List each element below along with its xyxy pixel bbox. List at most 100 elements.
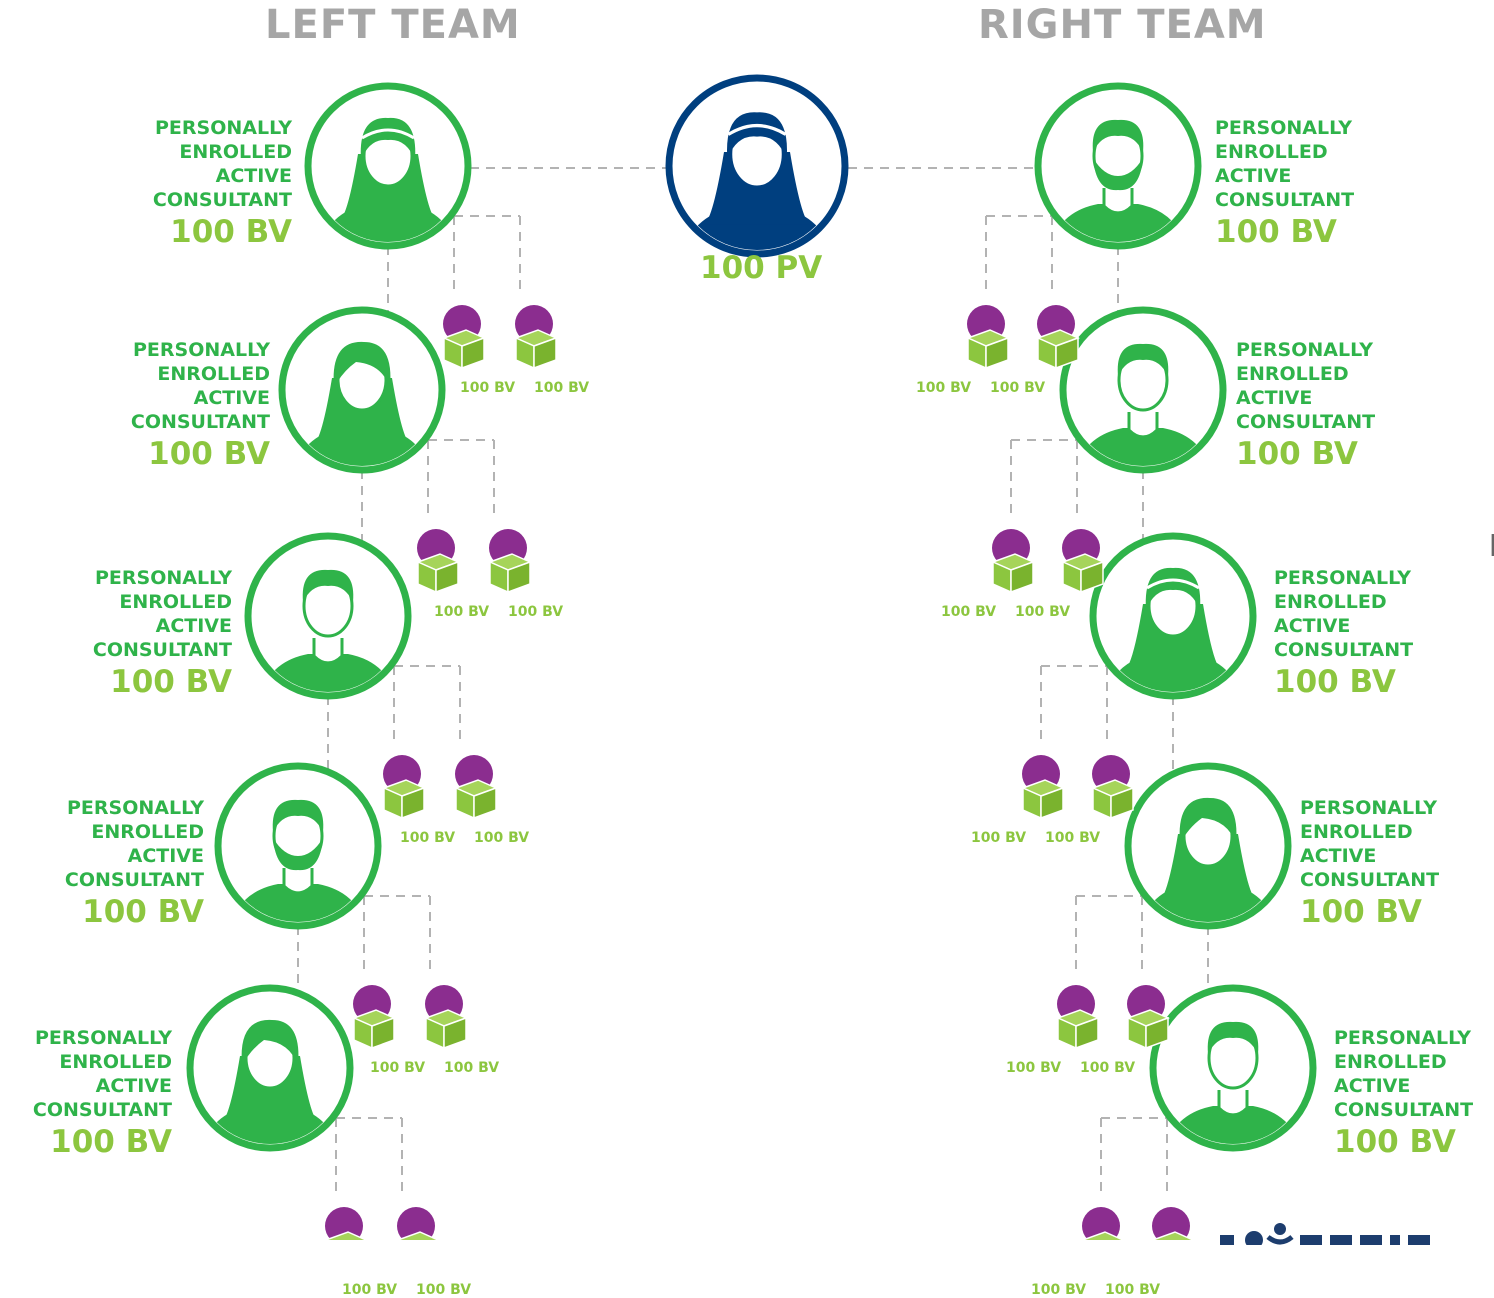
purchase-dot: [397, 1207, 435, 1240]
consultant-label-line: ENROLLED: [119, 591, 232, 613]
purchase-dot: [325, 1207, 363, 1240]
consultant-nodes: [186, 74, 1317, 1152]
order-icon: [487, 529, 533, 594]
consultant-label-line: CONSULTANT: [64, 869, 204, 891]
consultant-label-line: PERSONALLY: [67, 797, 204, 819]
root-pv-label: 100 PV: [700, 250, 823, 286]
consultant-label-line: PERSONALLY: [1274, 567, 1411, 589]
order-bv-label: 100 BV: [534, 380, 590, 396]
consultant-label-line: ACTIVE: [193, 387, 270, 409]
order-bv-label: 100 BV: [1006, 1060, 1062, 1076]
avatar-neck: [312, 638, 344, 665]
cropped-text-fragment: n: [1488, 520, 1494, 566]
diagram-canvas: [186, 74, 1317, 1240]
consultant-bv: 100 BV: [1236, 436, 1358, 472]
consultant-label-line: ACTIVE: [1334, 1075, 1411, 1097]
order-bv-label: 100 BV: [460, 380, 516, 396]
connector-lines: [297, 167, 1209, 1196]
avatar-hair: [727, 112, 787, 159]
consultant-label-line: CONSULTANT: [92, 639, 232, 661]
order-icon: [453, 755, 499, 820]
consultant-label-line: CONSULTANT: [1215, 189, 1355, 211]
box-right: [533, 336, 557, 370]
consultant-label-line: PERSONALLY: [95, 567, 232, 589]
consultant-label-line: ENROLLED: [59, 1051, 172, 1073]
box-right: [1040, 786, 1064, 820]
box-right: [401, 786, 425, 820]
avatar-neck: [1217, 1090, 1249, 1117]
box-top: [1150, 1231, 1195, 1240]
box-right: [1145, 1016, 1169, 1050]
order-bv-label: 100 BV: [416, 1282, 472, 1298]
consultant-label-line: ENROLLED: [1274, 591, 1387, 613]
consultant-bv: 100 BV: [110, 664, 232, 700]
avatar-beard: [273, 838, 323, 871]
order-bv-label: 100 BV: [370, 1060, 426, 1076]
consultant-label-line: ACTIVE: [155, 615, 232, 637]
consultant-label-line: ENROLLED: [179, 141, 292, 163]
order-bv-label: 100 BV: [971, 830, 1027, 846]
consultant-label-line: ENROLLED: [157, 363, 270, 385]
order-icon: [381, 755, 427, 820]
consultant-label-line: ACTIVE: [1215, 165, 1292, 187]
order-icon: [1020, 755, 1066, 820]
consultant-label-line: ENROLLED: [1215, 141, 1328, 163]
consultant-label-line: CONSULTANT: [32, 1099, 172, 1121]
consultant-label-line: PERSONALLY: [1236, 339, 1373, 361]
left-consultant-avatar: [278, 306, 446, 474]
avatar-beard: [1093, 158, 1143, 191]
order-bv-label: 100 BV: [444, 1060, 500, 1076]
order-icon: [423, 985, 469, 1050]
consultant-label-line: ACTIVE: [1274, 615, 1351, 637]
consultant-label-line: PERSONALLY: [35, 1027, 172, 1049]
order-icon: [1090, 755, 1136, 820]
order-icon: [1080, 1207, 1125, 1240]
consultant-label-line: PERSONALLY: [1300, 797, 1437, 819]
box-right: [473, 786, 497, 820]
box-right: [435, 560, 459, 594]
right-consultant-avatar: [1034, 82, 1202, 250]
consultant-bv: 100 BV: [148, 436, 270, 472]
consultant-bv: 100 BV: [1274, 664, 1396, 700]
consultant-label-line: ENROLLED: [1236, 363, 1349, 385]
box-top: [395, 1231, 440, 1240]
order-icon: [1125, 985, 1171, 1050]
avatar-hair: [1117, 343, 1169, 376]
avatar-hair: [1179, 797, 1237, 844]
consultant-label-line: CONSULTANT: [1274, 639, 1414, 661]
avatar-hair: [241, 1019, 299, 1066]
avatar-neck: [1127, 412, 1159, 439]
avatar-neck: [282, 868, 314, 895]
left-consultant-avatar: [186, 984, 354, 1152]
box-right: [985, 336, 1009, 370]
avatar-hair: [272, 799, 324, 832]
order-bv-label: 100 BV: [1045, 830, 1101, 846]
consultant-label-line: ENROLLED: [1300, 821, 1413, 843]
consultant-label-line: PERSONALLY: [133, 339, 270, 361]
box-right: [507, 560, 531, 594]
consultant-label-line: ACTIVE: [1300, 845, 1377, 867]
right-team-heading: RIGHT TEAM: [978, 2, 1267, 48]
order-icon: [415, 529, 461, 594]
box-right: [371, 1016, 395, 1050]
consultant-label-line: ACTIVE: [95, 1075, 172, 1097]
consultant-label-line: ENROLLED: [91, 821, 204, 843]
consultant-label-line: CONSULTANT: [1334, 1099, 1474, 1121]
avatar-hair: [1092, 119, 1144, 152]
consultant-bv: 100 BV: [82, 894, 204, 930]
order-bv-label: 100 BV: [434, 604, 490, 620]
consultant-label-line: PERSONALLY: [1334, 1027, 1471, 1049]
right-consultant-avatar: [1059, 306, 1227, 474]
box-right: [1010, 560, 1034, 594]
consultant-label-line: CONSULTANT: [152, 189, 292, 211]
box-right: [1075, 1016, 1099, 1050]
consultant-label-line: ACTIVE: [215, 165, 292, 187]
order-icon: [441, 305, 487, 370]
consultant-label-line: ENROLLED: [1334, 1051, 1447, 1073]
root-consultant-avatar: [665, 74, 849, 258]
